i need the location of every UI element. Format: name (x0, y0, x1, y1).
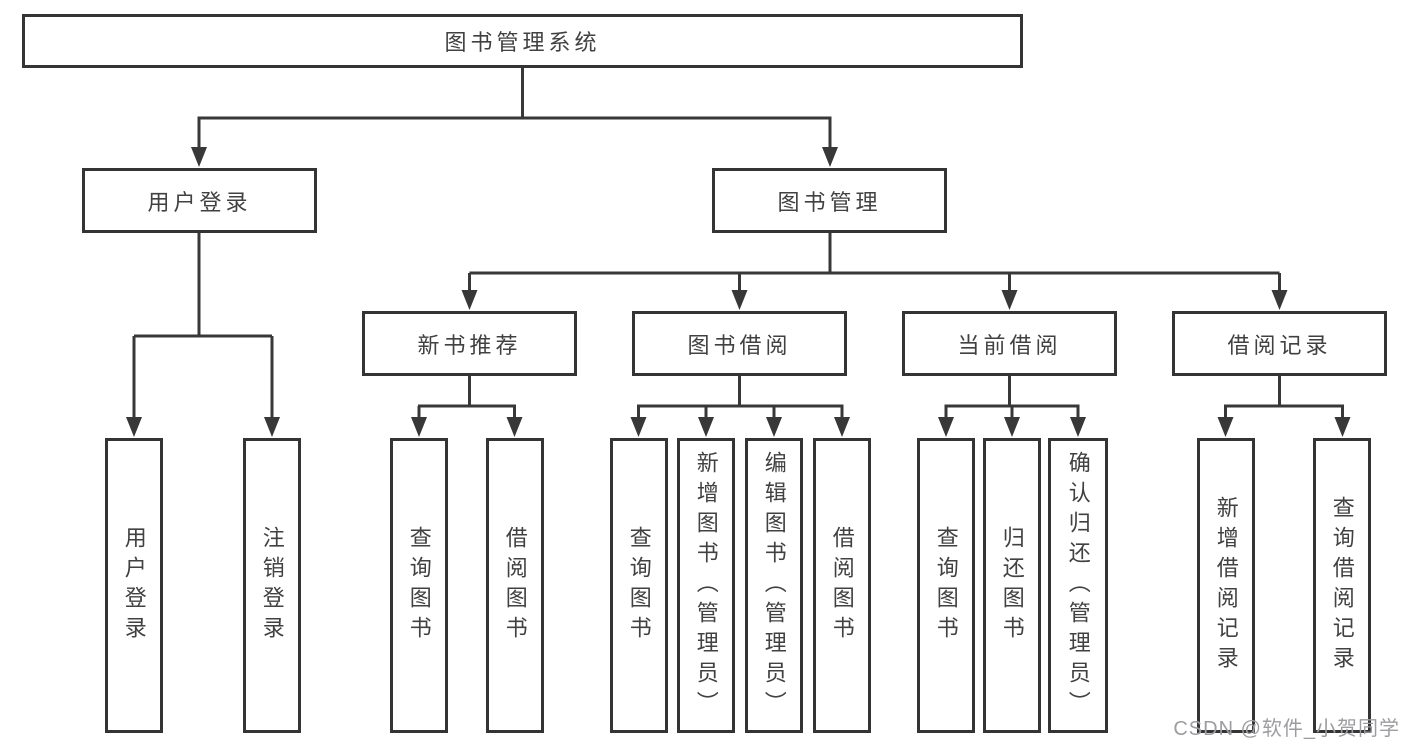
node-cb-return-books-label: 归还图书 (999, 525, 1025, 646)
node-bb-edit-books-admin: 编辑图书（管理员） (745, 438, 803, 733)
node-user-login: 用户登录 (82, 168, 317, 233)
node-cb-confirm-return-admin-label: 确认归还（管理员） (1065, 450, 1091, 721)
node-bb-query-books: 查询图书 (610, 438, 668, 733)
node-br-query-record: 查询借阅记录 (1313, 438, 1371, 733)
node-nbr-borrow-books-label: 借阅图书 (502, 525, 528, 646)
node-user-login-label: 用户登录 (147, 189, 252, 215)
node-br-query-record-label: 查询借阅记录 (1329, 495, 1355, 676)
node-cb-confirm-return-admin: 确认归还（管理员） (1048, 438, 1108, 733)
node-section-book-borrow-label: 图书借阅 (687, 332, 792, 358)
node-section-book-borrow: 图书借阅 (632, 311, 847, 376)
node-nbr-query-books-label: 查询图书 (406, 525, 432, 646)
node-cb-query-books: 查询图书 (917, 438, 975, 733)
node-root-system-label: 图书管理系统 (444, 30, 601, 55)
connector-strokes (132, 68, 1344, 422)
node-section-borrow-records-label: 借阅记录 (1227, 332, 1332, 358)
arrowheads (126, 147, 1351, 437)
node-nbr-borrow-books: 借阅图书 (486, 438, 544, 733)
node-section-new-book-recommend-label: 新书推荐 (417, 332, 522, 358)
node-br-add-record-label: 新增借阅记录 (1213, 495, 1239, 676)
node-nbr-query-books: 查询图书 (390, 438, 448, 733)
node-br-add-record: 新增借阅记录 (1197, 438, 1255, 733)
node-bb-add-books-admin-label: 新增图书（管理员） (693, 450, 719, 721)
node-bb-add-books-admin: 新增图书（管理员） (677, 438, 735, 733)
node-root-system: 图书管理系统 (22, 14, 1023, 68)
watermark: CSDN @软件_小贺同学 (1173, 718, 1400, 740)
node-login-logout: 注销登录 (243, 438, 301, 733)
node-section-current-borrow: 当前借阅 (902, 311, 1117, 376)
node-login-logout-label: 注销登录 (259, 525, 285, 646)
node-book-management-label: 图书管理 (777, 189, 882, 215)
node-cb-query-books-label: 查询图书 (933, 525, 959, 646)
node-section-new-book-recommend: 新书推荐 (362, 311, 577, 376)
node-login-user-login-label: 用户登录 (121, 525, 147, 646)
node-login-user-login: 用户登录 (105, 438, 163, 733)
node-bb-borrow-books: 借阅图书 (813, 438, 871, 733)
node-bb-query-books-label: 查询图书 (626, 525, 652, 646)
node-section-current-borrow-label: 当前借阅 (957, 332, 1062, 358)
node-cb-return-books: 归还图书 (983, 438, 1041, 733)
node-bb-borrow-books-label: 借阅图书 (829, 525, 855, 646)
node-book-management: 图书管理 (712, 168, 947, 233)
node-section-borrow-records: 借阅记录 (1172, 311, 1387, 376)
node-bb-edit-books-admin-label: 编辑图书（管理员） (761, 450, 787, 721)
